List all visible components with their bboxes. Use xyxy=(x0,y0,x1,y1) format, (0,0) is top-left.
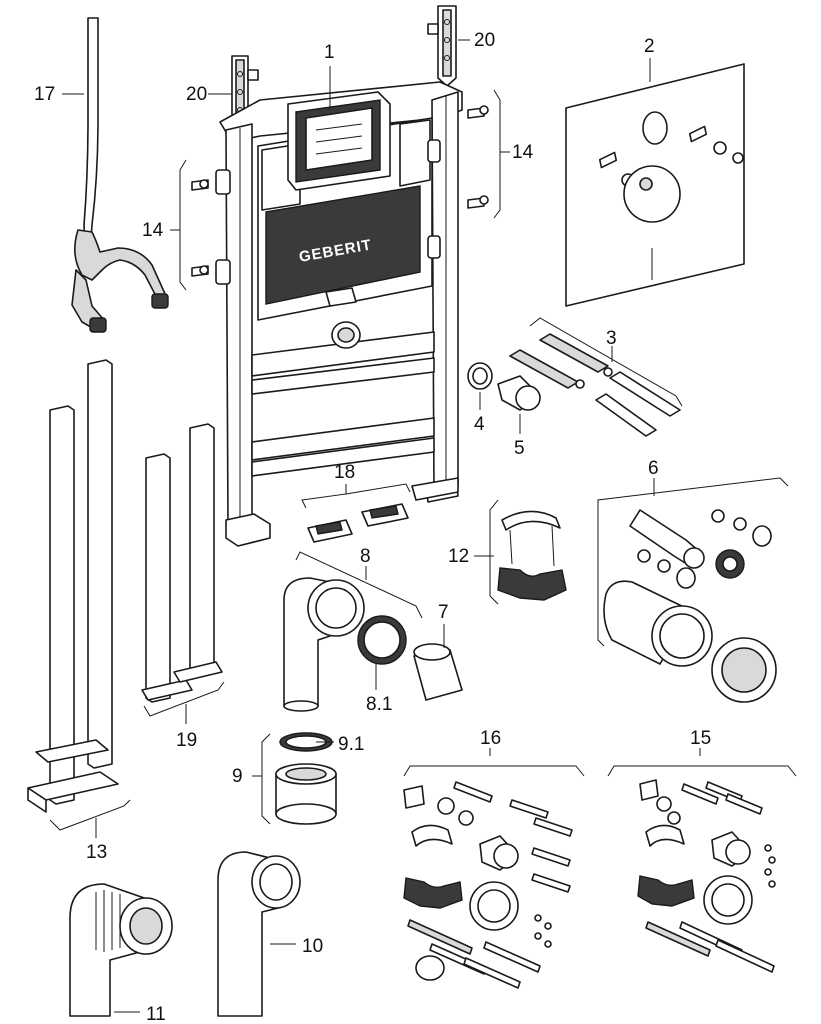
callout-10: 10 xyxy=(302,936,323,957)
part-10-pipe-bend xyxy=(217,851,301,1017)
callout-17: 17 xyxy=(34,84,55,105)
callout-5: 5 xyxy=(514,438,525,459)
part-15-installation-kit xyxy=(637,779,776,973)
part-3-threaded-rods xyxy=(509,333,681,437)
callout-16: 16 xyxy=(480,728,501,749)
callout-20-right: 20 xyxy=(474,30,495,51)
callout-19: 19 xyxy=(176,730,197,751)
callout-20-left: 20 xyxy=(186,84,207,105)
part-13-mounting-posts xyxy=(27,359,119,813)
part-5-connector xyxy=(497,375,541,411)
part-14-screws-left xyxy=(191,179,209,277)
callout-1: 1 xyxy=(324,42,335,63)
callout-2: 2 xyxy=(644,36,655,57)
callout-14-left: 14 xyxy=(142,220,164,241)
callout-8-1: 8.1 xyxy=(366,694,392,715)
part-20-mounting-bracket-right xyxy=(427,5,457,87)
part-7-sleeve xyxy=(413,643,463,701)
callout-3: 3 xyxy=(606,328,617,349)
callout-6: 6 xyxy=(648,458,659,479)
callout-8: 8 xyxy=(360,546,371,567)
callout-12: 12 xyxy=(448,546,469,567)
callout-18: 18 xyxy=(334,462,355,483)
part-6-fittings xyxy=(603,509,777,703)
callout-13: 13 xyxy=(86,842,107,863)
part-16-installation-kit xyxy=(403,781,573,989)
part-11-flexible-bend xyxy=(69,883,173,1017)
callout-15: 15 xyxy=(690,728,711,749)
part-18-clips xyxy=(307,503,409,543)
callout-labels: 1 2 3 4 5 6 7 8 8.1 9 9.1 10 11 12 13 14… xyxy=(34,30,711,1024)
part-4-ring xyxy=(467,362,493,390)
part-12-pipe-clamp xyxy=(497,510,567,601)
part-19-mounting-posts xyxy=(141,423,223,703)
leader-lines xyxy=(49,39,797,1013)
part-2-soundproofing-mat xyxy=(565,63,745,307)
callout-14-right: 14 xyxy=(512,142,534,163)
callout-9-1: 9.1 xyxy=(338,734,364,755)
callout-11: 11 xyxy=(146,1004,166,1024)
callout-7: 7 xyxy=(438,602,449,623)
part-8-1-seal-ring xyxy=(357,615,407,665)
part-8-pipe-bend xyxy=(283,577,365,712)
callout-4: 4 xyxy=(474,414,485,435)
installation-frame: GEBERIT xyxy=(215,81,463,547)
part-17-flush-pipe xyxy=(71,17,169,333)
part-9-adapter xyxy=(275,763,337,825)
part-14-screws-right xyxy=(467,105,489,209)
callout-9: 9 xyxy=(232,766,243,787)
